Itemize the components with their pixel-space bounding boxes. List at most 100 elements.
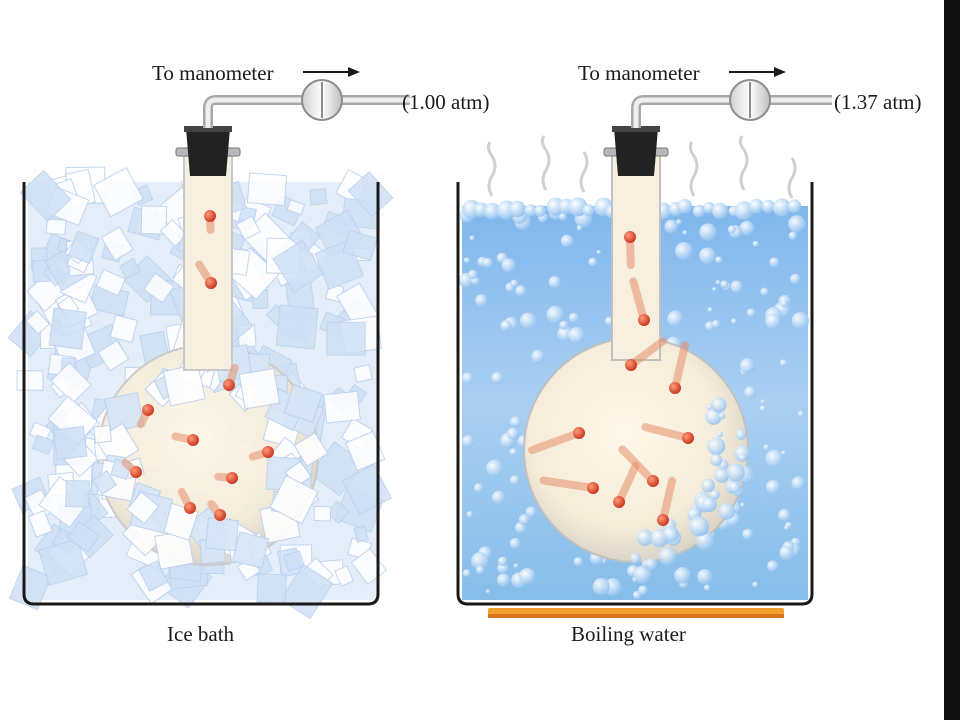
ice-cube xyxy=(19,169,72,222)
bubble xyxy=(509,200,526,218)
gas-molecule xyxy=(205,277,217,289)
ice-cube xyxy=(67,230,100,264)
bubble xyxy=(718,502,736,520)
bubble xyxy=(727,225,736,234)
ice-cube xyxy=(342,229,378,262)
bubble xyxy=(546,305,565,324)
left-flask-neck xyxy=(183,149,233,371)
bubble xyxy=(682,230,688,235)
bubble xyxy=(772,198,792,217)
bubble xyxy=(735,429,747,441)
ice-cube xyxy=(347,171,394,218)
bubble xyxy=(638,585,648,596)
ice-cube xyxy=(48,307,87,350)
bubble xyxy=(740,502,745,507)
bubble xyxy=(491,490,506,505)
gas-molecule xyxy=(130,466,142,478)
bubble xyxy=(531,349,545,364)
bubble xyxy=(712,287,717,292)
bubble xyxy=(701,478,715,493)
ice-cube xyxy=(353,364,373,383)
ice-cube xyxy=(282,550,305,572)
ice-cube xyxy=(204,517,240,552)
ice-cube xyxy=(323,390,361,424)
bubble xyxy=(763,444,770,451)
ice-cube xyxy=(45,218,67,236)
bubble xyxy=(790,273,801,285)
bubbles-over-flask xyxy=(629,397,754,571)
bubble xyxy=(506,427,520,440)
bubble xyxy=(510,279,519,288)
motion-trail xyxy=(671,341,689,392)
side-bar xyxy=(944,0,960,720)
gas-molecule xyxy=(223,379,235,391)
left-caption: Ice bath xyxy=(167,622,235,646)
ice-cube xyxy=(246,172,288,206)
ice-cube xyxy=(103,391,145,433)
bubble xyxy=(667,310,684,327)
gas-molecule xyxy=(142,404,154,416)
bubble xyxy=(752,240,759,248)
ice-cube xyxy=(126,491,160,525)
left-stopper xyxy=(186,128,230,176)
bubble xyxy=(588,257,598,267)
bubble xyxy=(730,318,737,325)
bubble xyxy=(568,327,585,344)
bubble xyxy=(715,256,723,264)
ice-cube xyxy=(8,564,52,611)
ice-cube xyxy=(93,166,144,218)
bubble xyxy=(765,313,782,330)
boiling-water-panel: To manometer (1.37 atm) Boiling water xyxy=(456,61,921,646)
bubble xyxy=(664,219,679,234)
ice-cube xyxy=(140,205,168,235)
bubble xyxy=(711,202,729,220)
ice-cube xyxy=(66,520,101,553)
bubble xyxy=(689,516,710,537)
ice-cube xyxy=(118,257,141,280)
bubble xyxy=(738,453,747,462)
right-stopper-top xyxy=(612,126,660,132)
bubble xyxy=(509,475,520,486)
bubble xyxy=(778,508,791,522)
bubble xyxy=(482,257,493,268)
right-stopper xyxy=(614,128,658,176)
bubble xyxy=(501,258,516,273)
bubble xyxy=(791,476,806,490)
bubble xyxy=(633,565,652,584)
bubble xyxy=(509,537,521,549)
bubble xyxy=(779,545,794,561)
bubble xyxy=(698,247,716,265)
gas-molecule xyxy=(613,496,625,508)
bubble xyxy=(701,497,717,513)
bubble xyxy=(765,449,784,468)
bubble xyxy=(761,199,776,214)
bubble xyxy=(560,234,574,248)
bubble xyxy=(769,257,780,268)
bubble xyxy=(476,565,485,575)
bubble xyxy=(720,280,729,289)
bubble xyxy=(483,202,501,220)
left-manometer-label: To manometer xyxy=(152,61,274,85)
right-beaker xyxy=(456,182,814,606)
bubble xyxy=(467,269,478,280)
ice-cube xyxy=(93,424,113,444)
bubble xyxy=(658,546,678,566)
bubble xyxy=(576,225,583,231)
bubble xyxy=(715,279,721,285)
bubble xyxy=(491,372,504,385)
bubble xyxy=(742,528,754,540)
ice-cube xyxy=(326,500,350,525)
motion-trail xyxy=(615,461,640,506)
bubble xyxy=(519,312,537,330)
bubble xyxy=(676,219,682,225)
gas-molecule xyxy=(682,432,694,444)
bubble xyxy=(677,198,693,214)
ice-cube xyxy=(109,314,139,343)
gas-molecule xyxy=(587,482,599,494)
ice-cube xyxy=(27,509,53,538)
bubble xyxy=(675,242,693,260)
gas-molecule xyxy=(214,509,226,521)
bubble xyxy=(515,285,527,297)
bubble xyxy=(496,573,511,587)
bubble xyxy=(714,468,730,483)
